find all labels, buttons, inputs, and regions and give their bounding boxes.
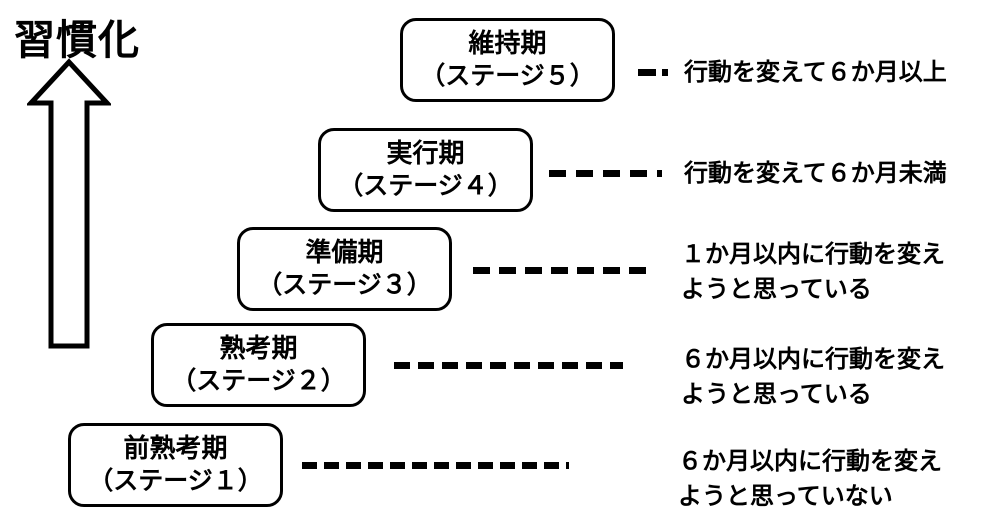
stage-description: 行動を変えて６か月未満 [684, 156, 947, 191]
dash-connector [302, 462, 569, 469]
description-line-1: 行動を変えて６か月以上 [684, 59, 947, 86]
stage-number-label: （ステージ２） [171, 367, 346, 395]
stage-name: 実行期 [386, 138, 465, 168]
stage-description: ６か月以内に行動を変え ようと思っている [681, 342, 945, 412]
stage-name: 維持期 [468, 28, 547, 58]
stage-box-action: 実行期 （ステージ４） [318, 128, 533, 212]
description-line-2: ようと思っていない [678, 483, 893, 510]
stage-number-label: （ステージ５） [420, 62, 595, 90]
description-line-2: ようと思っている [681, 381, 872, 408]
stage-description: ６か月以内に行動を変え ようと思っていない [678, 444, 942, 514]
description-line-2: ようと思っている [681, 276, 872, 303]
stage-box-maintenance: 維持期 （ステージ５） [400, 18, 615, 102]
stage-name: 前熟考期 [123, 433, 228, 463]
description-line-1: １か月以内に行動を変え [681, 241, 945, 268]
dash-connector [549, 170, 662, 177]
stage-number-label: （ステージ４） [338, 172, 513, 200]
description-line-1: ６か月以内に行動を変え [681, 346, 945, 373]
description-line-1: 行動を変えて６か月未満 [684, 160, 947, 187]
diagram-title: 習慣化 [14, 17, 140, 63]
description-line-1: ６か月以内に行動を変え [678, 448, 942, 475]
stage-number-label: （ステージ３） [257, 271, 432, 299]
stage-box-contemplation: 熟考期 （ステージ２） [151, 323, 366, 407]
dash-connector [638, 69, 668, 76]
stage-box-preparation: 準備期 （ステージ３） [237, 227, 452, 311]
stage-name: 準備期 [305, 237, 384, 267]
dash-connector [394, 362, 623, 369]
stage-number-label: （ステージ１） [88, 467, 263, 495]
stage-description: 行動を変えて６か月以上 [684, 55, 947, 90]
upward-arrow-icon [25, 57, 113, 351]
stage-box-precontemplation: 前熟考期 （ステージ１） [68, 423, 283, 507]
stage-description: １か月以内に行動を変え ようと思っている [681, 237, 945, 307]
dash-connector [473, 267, 654, 274]
stage-name: 熟考期 [219, 333, 298, 363]
